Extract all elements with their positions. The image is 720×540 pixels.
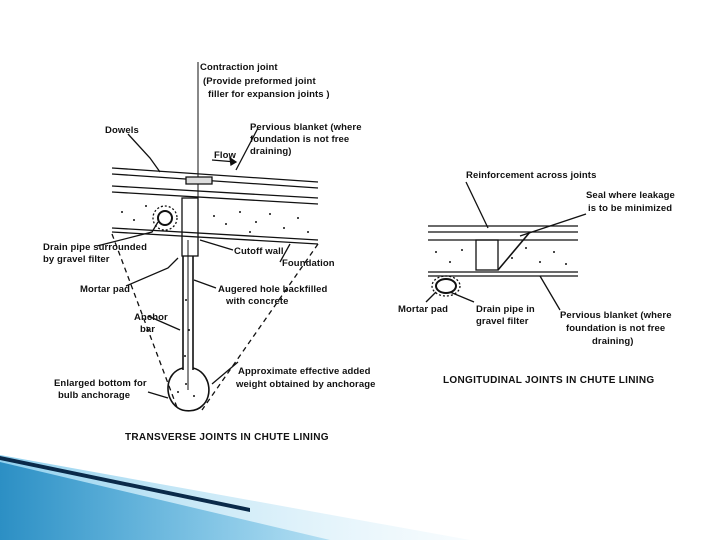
label-seal-1: Seal where leakage	[586, 190, 675, 201]
label-approx-2: weight obtained by anchorage	[236, 379, 376, 390]
label-anchor-2: bar	[140, 324, 156, 335]
label-pervious-right-2: foundation is not free	[566, 323, 666, 334]
label-contraction-joint: Contraction joint	[200, 62, 278, 73]
label-drain-right-1: Drain pipe in	[476, 304, 535, 315]
label-flow: Flow	[214, 150, 237, 161]
label-dowels: Dowels	[105, 125, 139, 136]
drain-pipe	[157, 210, 173, 226]
label-augered-2: with concrete	[226, 296, 289, 307]
label-pervious-right-1: Pervious blanket (where	[560, 310, 672, 321]
label-seal-2: is to be minimized	[588, 203, 673, 214]
joint-seal	[497, 231, 531, 271]
label-preformed-1: (Provide preformed joint	[203, 76, 316, 87]
label-drain-2: by gravel filter	[43, 254, 110, 265]
caption-transverse: TRANSVERSE JOINTS IN CHUTE LINING	[125, 432, 329, 443]
label-augered-1: Augered hole backfilled	[218, 284, 328, 295]
label-pervious-1: Pervious blanket (where	[250, 122, 362, 133]
label-preformed-2: filler for expansion joints )	[208, 89, 330, 100]
lining-bottom-line	[111, 227, 319, 241]
label-pervious-2: foundation is not free	[250, 134, 350, 145]
cutoff-wall	[181, 197, 199, 257]
label-enlarged-2: bulb anchorage	[58, 390, 131, 401]
drain-pipe-right	[435, 278, 457, 294]
lining-top-line	[111, 167, 319, 183]
label-drain-right-2: gravel filter	[476, 316, 529, 327]
label-pervious-3: draining)	[250, 146, 292, 157]
label-pervious-right-3: draining)	[592, 336, 634, 347]
flow-arrow	[229, 156, 238, 167]
label-mortar-pad-right: Mortar pad	[398, 304, 449, 315]
caption-longitudinal: LONGITUDINAL JOINTS IN CHUTE LINING	[443, 375, 655, 386]
label-reinforcement: Reinforcement across joints	[466, 170, 597, 181]
label-drain-1: Drain pipe surrounded	[43, 242, 147, 253]
label-cutoff-wall: Cutoff wall	[234, 246, 284, 257]
label-mortar-pad: Mortar pad	[80, 284, 131, 295]
bulb-anchorage	[167, 367, 210, 412]
label-enlarged-1: Enlarged bottom for	[54, 378, 147, 389]
label-foundation: Foundation	[282, 258, 335, 269]
label-anchor-1: Anchor	[134, 312, 168, 323]
label-approx-1: Approximate effective added	[238, 366, 371, 377]
